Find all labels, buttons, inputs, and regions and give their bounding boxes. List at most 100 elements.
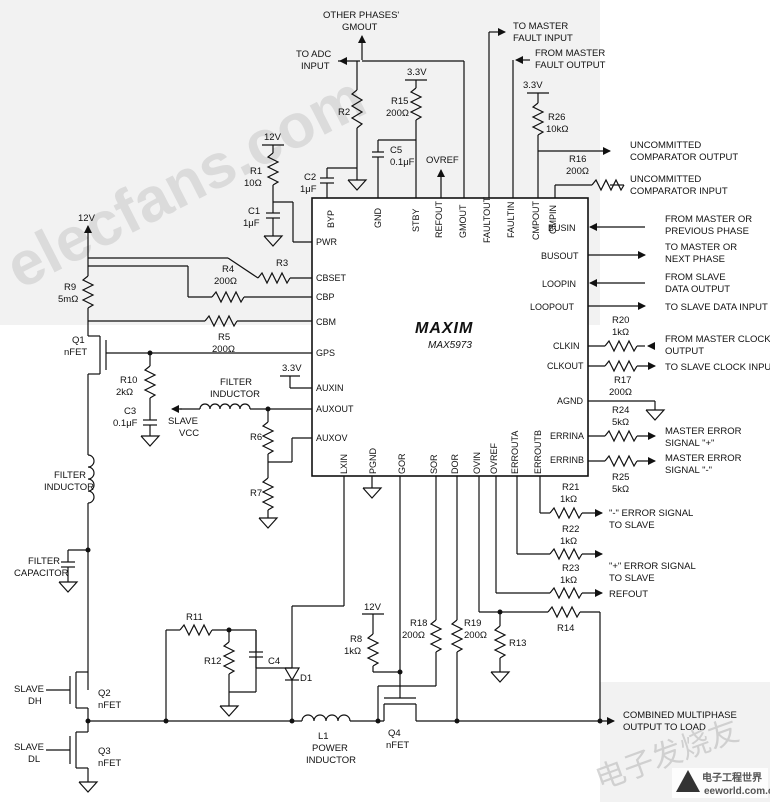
label-to-slave-a: TO SLAVE xyxy=(609,520,655,531)
label-q4t: nFET xyxy=(386,740,409,751)
label-c5: C5 xyxy=(390,145,402,156)
label-r1: R1 xyxy=(250,166,262,177)
pin-cbm: CBM xyxy=(316,317,336,327)
eeworld-logo-icon xyxy=(676,770,700,792)
label-r15: R15 xyxy=(391,96,408,107)
label-gmout-ext: GMOUT xyxy=(342,22,378,33)
label-r10: R10 xyxy=(120,375,137,386)
ic-bottom-pins: LXIN PGND GOR SOR DOR OVIN OVREF ERROUTA… xyxy=(339,430,543,474)
pin-busout: BUSOUT xyxy=(541,251,579,261)
label-r20v: 1kΩ xyxy=(612,327,629,338)
label-combined-1: COMBINED MULTIPHASE xyxy=(623,710,737,721)
label-r15v: 200Ω xyxy=(386,108,409,119)
label-12v-a: 12V xyxy=(264,132,282,143)
label-combined-2: OUTPUT TO LOAD xyxy=(623,722,706,733)
label-r5v: 200Ω xyxy=(212,344,235,355)
label-to-master-fault: TO MASTER xyxy=(513,21,568,32)
label-r24v: 5kΩ xyxy=(612,417,629,428)
pin-pgnd: PGND xyxy=(368,447,378,474)
label-input: INPUT xyxy=(301,61,330,72)
pin-dor: DOR xyxy=(450,454,460,475)
label-master-err-a: MASTER ERROR xyxy=(665,426,742,437)
label-12v-b: 12V xyxy=(78,213,96,224)
label-unc-in1: UNCOMMITTED xyxy=(630,174,701,185)
pin-sor: SOR xyxy=(429,454,439,474)
label-minus-err: "-" ERROR SIGNAL xyxy=(609,508,693,519)
label-data-output: DATA OUTPUT xyxy=(665,284,730,295)
label-r19v: 200Ω xyxy=(464,630,487,641)
label-c4: C4 xyxy=(268,656,280,667)
pin-faultin: FAULTIN xyxy=(506,202,516,238)
label-r1v: 10Ω xyxy=(244,178,262,189)
label-to-slave-b: TO SLAVE xyxy=(609,573,655,584)
label-unc-out1: UNCOMMITTED xyxy=(630,140,701,151)
label-r16v: 200Ω xyxy=(566,166,589,177)
label-r22: R22 xyxy=(562,524,579,535)
pin-gor: GOR xyxy=(397,453,407,474)
pin-cbset: CBSET xyxy=(316,273,347,283)
bottom-wiring: R21 1kΩ "-" ERROR SIGNAL TO SLAVE R22 1k… xyxy=(85,476,737,766)
label-q2: Q2 xyxy=(98,688,111,699)
label-r4: R4 xyxy=(222,264,234,275)
label-r9: R9 xyxy=(64,282,76,293)
pin-auxout: AUXOUT xyxy=(316,404,354,414)
label-c5v: 0.1μF xyxy=(390,157,415,168)
label-r8: R8 xyxy=(350,634,362,645)
label-r13: R13 xyxy=(509,638,526,649)
label-c1v: 1μF xyxy=(243,218,260,229)
label-c2: C2 xyxy=(304,172,316,183)
label-fault-output: FAULT OUTPUT xyxy=(535,60,606,71)
label-r26: R26 xyxy=(548,112,565,123)
label-r11: R11 xyxy=(186,612,203,623)
pin-auxov: AUXOV xyxy=(316,433,348,443)
pin-cmpout: CMPOUT xyxy=(531,201,541,240)
label-to-master-or: TO MASTER OR xyxy=(665,242,737,253)
right-wiring: FROM MASTER OR PREVIOUS PHASE TO MASTER … xyxy=(588,214,770,495)
label-r19: R19 xyxy=(464,618,481,629)
label-c2v: 1μF xyxy=(300,184,317,195)
label-c1: C1 xyxy=(248,206,260,217)
pin-byp: BYP xyxy=(326,210,336,228)
label-slave-dl1: SLAVE xyxy=(14,742,44,753)
label-slave-dh2: DH xyxy=(28,696,42,707)
pin-gnd: GND xyxy=(373,208,383,229)
pin-errinb: ERRINB xyxy=(550,455,584,465)
label-r25: R25 xyxy=(612,472,629,483)
label-master-err-b: MASTER ERROR xyxy=(665,453,742,464)
label-vcc: VCC xyxy=(179,428,199,439)
pin-gmout: GMOUT xyxy=(458,204,468,238)
pin-loopout: LOOPOUT xyxy=(530,302,575,312)
pin-cbp: CBP xyxy=(316,292,335,302)
label-slave-dh1: SLAVE xyxy=(14,684,44,695)
label-to-slave-data: TO SLAVE DATA INPUT xyxy=(665,302,768,313)
label-previous-phase: PREVIOUS PHASE xyxy=(665,226,749,237)
watermark-site: 电子工程世界 xyxy=(702,771,762,784)
pin-stby: STBY xyxy=(411,208,421,232)
ic-right-pins: BUSIN BUSOUT LOOPIN LOOPOUT CLKIN CLKOUT… xyxy=(530,223,584,465)
label-3v3-a: 3.3V xyxy=(407,67,427,78)
label-r8v: 1kΩ xyxy=(344,646,361,657)
label-filter-c: FILTER xyxy=(28,556,60,567)
label-q3t: nFET xyxy=(98,758,121,769)
pin-agnd: AGND xyxy=(557,396,584,406)
ic-part-number: MAX5973 xyxy=(428,340,472,351)
label-r9v: 5mΩ xyxy=(58,294,78,305)
label-power: POWER xyxy=(312,743,348,754)
ic-left-pins: PWR CBSET CBP CBM GPS AUXIN AUXOUT AUXOV xyxy=(316,237,354,443)
label-r4v: 200Ω xyxy=(214,276,237,287)
label-r10v: 2kΩ xyxy=(116,387,133,398)
label-other-phases: OTHER PHASES' xyxy=(323,10,399,21)
label-fault-input: FAULT INPUT xyxy=(513,33,573,44)
label-3v3-b: 3.3V xyxy=(523,80,543,91)
pin-ovref: OVREF xyxy=(489,442,499,474)
label-r17: R17 xyxy=(614,375,631,386)
pin-lxin: LXIN xyxy=(339,454,349,474)
label-r26v: 10kΩ xyxy=(546,124,568,135)
label-r2: R2 xyxy=(338,107,350,118)
label-plus-err: "+" ERROR SIGNAL xyxy=(609,561,696,572)
label-to-adc: TO ADC xyxy=(296,49,331,60)
label-unc-out2: COMPARATOR OUTPUT xyxy=(630,152,738,163)
label-filter-b: FILTER xyxy=(54,470,86,481)
label-r24: R24 xyxy=(612,405,629,416)
label-r7: R7 xyxy=(250,488,262,499)
